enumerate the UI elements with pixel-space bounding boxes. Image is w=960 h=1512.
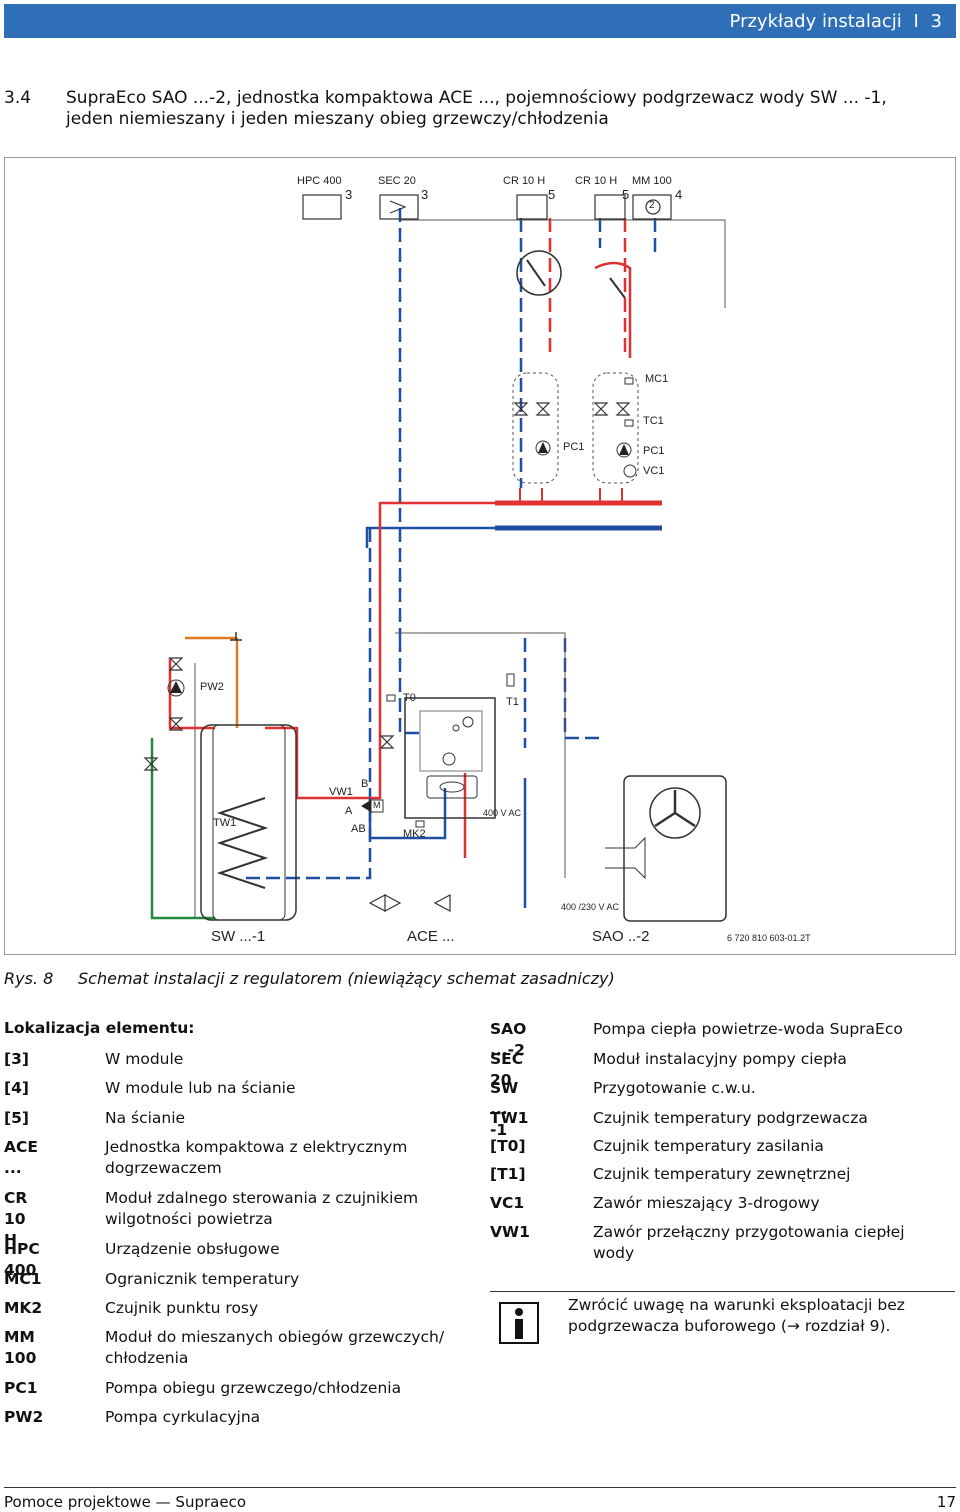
legend-left-key: CR 10 H — [4, 1189, 28, 1249]
legend-left-key: PW2 — [4, 1408, 44, 1426]
figure-number: Rys. 8 — [4, 969, 54, 988]
legend-left-key: MC1 — [4, 1270, 42, 1288]
legend-left-value: W module — [105, 1050, 184, 1068]
pc1-label-left: PC1 — [563, 441, 585, 453]
sec20-location: 3 — [421, 187, 429, 202]
legend-left-key: PC1 — [4, 1379, 38, 1397]
valve-port-b: B — [361, 778, 369, 790]
legend-right-key: VC1 — [490, 1194, 525, 1212]
legend-right-value: Zawór przełączny przygotowania ciepłej — [593, 1223, 905, 1241]
legend-right-key: [T0] — [490, 1137, 526, 1155]
mm100-location: 4 — [675, 187, 683, 202]
legend-right-value: Czujnik temperatury podgrzewacza — [593, 1109, 868, 1127]
legend-right-key: TW1 — [490, 1109, 529, 1127]
supply-400-230v-label: 400 /230 V AC — [561, 902, 620, 912]
pc1-label-right: PC1 — [643, 445, 665, 457]
hpc400-location: 3 — [345, 187, 353, 202]
legend-left-value: Jednostka kompaktowa z elektrycznym — [105, 1138, 408, 1156]
cr10h-label-2: CR 10 H — [575, 175, 618, 187]
tw1-label: TW1 — [213, 817, 237, 829]
t0-label: T0 — [403, 692, 416, 704]
legend-right-key: SEC 20 — [490, 1050, 524, 1089]
page-number: 17 — [936, 1493, 956, 1511]
supply-400v-label: 400 V AC — [483, 808, 522, 818]
legend-right-value-cont: wody — [593, 1244, 635, 1262]
legend-left-key: MK2 — [4, 1299, 43, 1317]
legend-right-key: SW ... -1 — [490, 1079, 519, 1139]
diagram-svg — [143, 194, 727, 922]
info-text-line2: podgrzewacza buforowego (→ rozdział 9). — [568, 1317, 891, 1335]
sao-unit-label: SAO ..-2 — [592, 928, 650, 945]
valve-port-ab: AB — [351, 823, 366, 835]
mk2-label: MK2 — [403, 828, 426, 840]
figure-caption-text: Schemat instalacji z regulatorem (niewią… — [78, 969, 615, 988]
legend-left-value: Pompa cyrkulacyjna — [105, 1408, 261, 1426]
legend-right-key: VW1 — [490, 1223, 530, 1241]
legend-left-key: ACE ... — [4, 1138, 38, 1177]
mm100-label: MM 100 — [632, 175, 672, 187]
legend-left-value-cont: wilgotności powietrza — [105, 1210, 273, 1228]
legend-left-value: Ogranicznik temperatury — [105, 1270, 300, 1288]
sec20-label: SEC 20 — [378, 175, 416, 187]
footer-divider — [4, 1487, 956, 1488]
vc1-label: VC1 — [643, 465, 665, 477]
header-bar: Przykłady instalacji I 3 — [4, 4, 956, 38]
legend-left-value: Czujnik punktu rosy — [105, 1299, 259, 1317]
legend-right-key: SAO ...-2 — [490, 1020, 527, 1059]
valve-port-a: A — [345, 805, 353, 817]
legend-right-value: Czujnik temperatury zasilania — [593, 1137, 824, 1155]
section-title-line1: SupraEco SAO ...-2, jednostka kompaktowa… — [66, 88, 887, 108]
header-separator: I — [913, 11, 919, 32]
legend-left-key: MM 100 — [4, 1328, 37, 1367]
legend-left-key: HPC 400 — [4, 1240, 40, 1279]
section-title: 3.4 SupraEco SAO ...-2, jednostka kompakt… — [4, 88, 954, 130]
legend-right-value: Przygotowanie c.w.u. — [593, 1079, 756, 1097]
figure-caption: Rys. 8 Schemat instalacji z regulatorem (… — [4, 969, 615, 988]
legend-left-value: Urządzenie obsługowe — [105, 1240, 280, 1258]
valve-motor-label: M — [373, 800, 381, 810]
header-title: Przykłady instalacji I 3 — [730, 11, 942, 32]
legend-right-value: Pompa ciepła powietrze-woda SupraEco — [593, 1020, 903, 1038]
legend-heading: Lokalizacja elementu: — [4, 1019, 195, 1037]
legend-left-value-cont: chłodzenia — [105, 1349, 189, 1367]
footer-title: Pomoce projektowe — Supraeco — [4, 1493, 246, 1511]
legend-right-key: [T1] — [490, 1165, 526, 1183]
sw-unit-label: SW ...-1 — [211, 928, 266, 945]
legend-left-value: Moduł zdalnego sterowania z czujnikiem — [105, 1189, 419, 1207]
legend-left-value: W module lub na ścianie — [105, 1079, 296, 1097]
figure-code: 6 720 810 603-01.2T — [727, 933, 811, 943]
cr10h-location-1: 5 — [548, 187, 556, 202]
header-chapter: 3 — [930, 11, 942, 32]
header-title-text: Przykłady instalacji — [729, 11, 902, 32]
legend-left-key: [5] — [4, 1109, 29, 1127]
info-note: Zwrócić uwagę na warunki eksploatacji be… — [490, 1291, 960, 1353]
t1-label: T1 — [506, 696, 519, 708]
info-text: Zwrócić uwagę na warunki eksploatacji be… — [568, 1295, 905, 1337]
mm100-circuit-number: 2 — [649, 200, 655, 211]
cr10h-location-2: 5 — [622, 187, 630, 202]
info-text-line1: Zwrócić uwagę na warunki eksploatacji be… — [568, 1296, 905, 1314]
legend-left-value: Moduł do mieszanych obiegów grzewczych/ — [105, 1328, 445, 1346]
vw1-label: VW1 — [329, 786, 353, 798]
section-title-line2: jeden niemieszany i jeden mieszany obieg… — [66, 109, 609, 129]
legend-left-key: [4] — [4, 1079, 29, 1097]
tc1-label: TC1 — [643, 415, 664, 427]
legend-left-key: [3] — [4, 1050, 29, 1068]
info-divider — [490, 1291, 955, 1292]
cr10h-label-1: CR 10 H — [503, 175, 546, 187]
legend-right-value: Czujnik temperatury zewnętrznej — [593, 1165, 851, 1183]
installation-diagram: HPC 400 SEC 20 CR 10 H CR 10 H MM 100 3 … — [4, 157, 956, 955]
info-icon — [499, 1302, 539, 1344]
legend-left-value: Pompa obiegu grzewczego/chłodzenia — [105, 1379, 402, 1397]
hpc400-label: HPC 400 — [297, 175, 342, 187]
legend-right-value: Moduł instalacyjny pompy ciepła — [593, 1050, 847, 1068]
legend-right-value: Zawór mieszający 3-drogowy — [593, 1194, 820, 1212]
legend-left-value: Na ścianie — [105, 1109, 186, 1127]
mc1-label: MC1 — [645, 373, 669, 385]
section-number: 3.4 — [4, 88, 32, 108]
pw2-label: PW2 — [200, 681, 224, 693]
ace-unit-label: ACE ... — [407, 928, 455, 945]
legend-left-value-cont: dogrzewaczem — [105, 1159, 222, 1177]
